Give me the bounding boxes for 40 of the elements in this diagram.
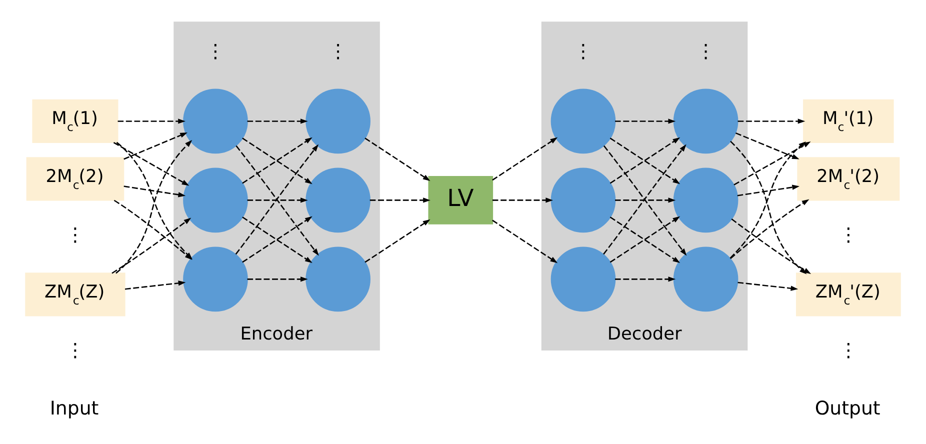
- arrow: [492, 137, 558, 181]
- node-box: 2M$_{c}$(2): [26, 157, 124, 201]
- arrow: [124, 186, 186, 198]
- arrow: [247, 118, 308, 124]
- label: Output: [814, 398, 880, 420]
- node-box: M$_{c}$(1): [32, 99, 118, 144]
- label: Input: [50, 398, 99, 420]
- arrow: [492, 198, 553, 203]
- arrow: [124, 280, 186, 290]
- arrow: [738, 118, 806, 124]
- arrow: [370, 198, 430, 203]
- arrow: [730, 199, 810, 259]
- node-box: ZM$_{c}$(Z): [25, 272, 126, 316]
- node-circle: [550, 168, 616, 233]
- arrow: [247, 198, 308, 203]
- arrow: [737, 184, 800, 196]
- arrow: [364, 138, 430, 181]
- arrow: [735, 132, 800, 160]
- arrow: [615, 198, 676, 203]
- node-box: 2M$_{c}$'(2): [797, 157, 900, 201]
- label: ⋮: [838, 340, 858, 362]
- arrow: [113, 142, 190, 186]
- label: ⋮: [328, 41, 348, 62]
- arrow: [364, 219, 430, 263]
- label: ⋮: [574, 41, 593, 62]
- label: ⋮: [838, 225, 858, 246]
- arrow: [738, 282, 798, 291]
- node-box: M$_{c}$'(1): [803, 99, 894, 144]
- node-box: ZM$_{c}$'(Z): [796, 272, 901, 316]
- arrow: [615, 118, 676, 124]
- arrow: [492, 220, 558, 264]
- label: ⋮: [66, 225, 85, 246]
- label: ⋮: [66, 340, 85, 362]
- arrow: [615, 276, 676, 282]
- label: ⋮: [206, 41, 225, 62]
- node-box: LV: [428, 176, 494, 224]
- label: ⋮: [696, 41, 716, 62]
- arrow: [118, 118, 186, 124]
- arrow: [124, 132, 188, 160]
- arrow: [247, 276, 308, 282]
